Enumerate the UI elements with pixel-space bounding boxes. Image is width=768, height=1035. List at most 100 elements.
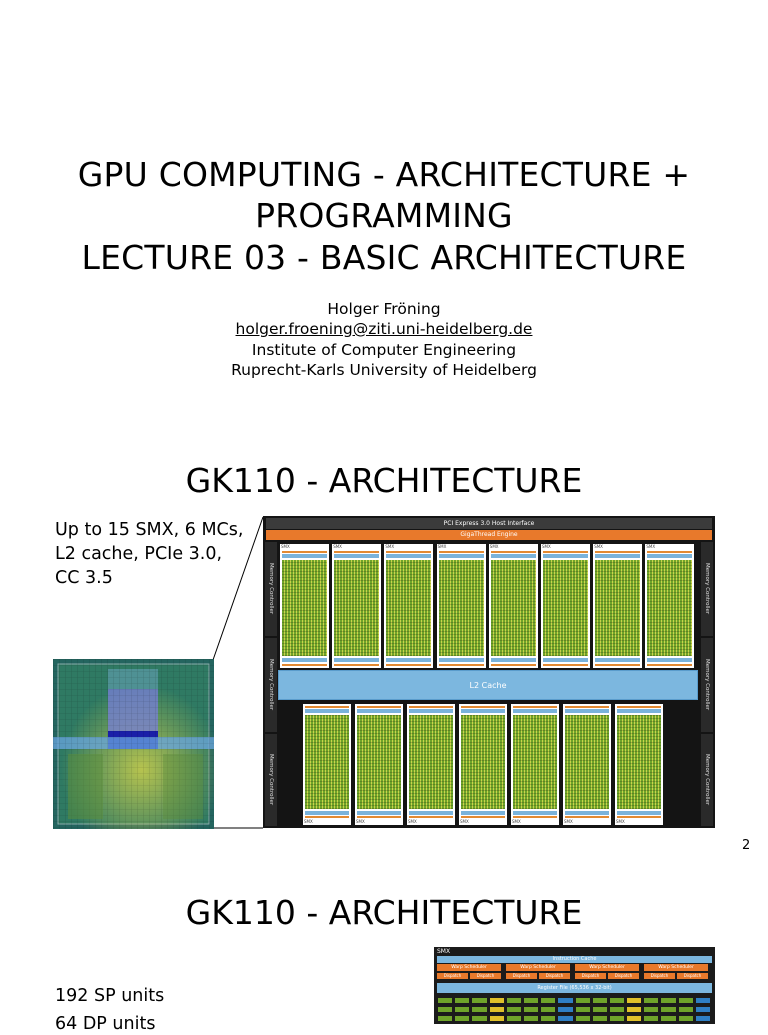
core-cell — [574, 997, 591, 1004]
smx-detail-label: SMX — [437, 948, 451, 955]
core-cell — [437, 1015, 454, 1022]
smx-block-label: SMX — [616, 819, 625, 824]
core-cell — [591, 1015, 608, 1022]
gigathread-engine: GigaThread Engine — [266, 530, 712, 540]
smx-core-array — [282, 560, 327, 656]
smx-cache-strip — [647, 658, 693, 662]
core-cell — [660, 1006, 677, 1013]
slide2-bullet-line-2: L2 cache, PCIe 3.0, — [55, 544, 223, 564]
slide3-bullet-line-2: 64 DP units — [55, 1014, 156, 1034]
dispatch-unit: Dispatch — [644, 973, 675, 979]
smx-register-strip — [386, 554, 432, 558]
core-cell — [471, 1006, 488, 1013]
core-cell — [505, 997, 522, 1004]
smx-scheduler-strip — [386, 551, 432, 553]
core-cell — [591, 997, 608, 1004]
smx-scheduler-strip — [543, 551, 588, 553]
core-cell — [694, 1015, 711, 1022]
smx-core-array — [409, 715, 453, 809]
core-cell — [488, 1015, 505, 1022]
core-cell — [471, 997, 488, 1004]
smx-register-strip — [595, 554, 641, 558]
core-cell — [626, 997, 643, 1004]
smx-block-label: SMX — [356, 819, 365, 824]
warp-scheduler-block: Warp Scheduler — [575, 964, 639, 971]
core-cell — [626, 1006, 643, 1013]
smx-core-array — [357, 715, 401, 809]
smx-cache-strip — [386, 658, 432, 662]
slide3-bullet-line-1: 192 SP units — [55, 986, 165, 1006]
smx-core-array — [647, 560, 693, 656]
smx-register-strip — [438, 554, 484, 558]
smx-block-label: SMX — [542, 544, 551, 549]
instruction-cache: Instruction Cache — [437, 956, 712, 963]
smx-block: SMX — [541, 544, 590, 668]
smx-block: SMX — [384, 544, 434, 668]
smx-block: SMX — [436, 544, 486, 668]
core-cell — [608, 1006, 626, 1013]
smx-register-strip — [617, 709, 661, 713]
core-cell — [660, 1015, 677, 1022]
smx-scheduler-strip — [334, 551, 380, 553]
author-email-link[interactable]: holger.froening@ziti.uni-heidelberg.de — [235, 320, 533, 338]
smx-core-grid — [437, 995, 712, 1024]
smx-cache-strip — [595, 658, 641, 662]
pcie-host-interface: PCI Express 3.0 Host Interface — [266, 518, 712, 529]
smx-block: SMX — [593, 544, 643, 668]
dispatch-unit: Dispatch — [437, 973, 468, 979]
core-cell — [677, 997, 694, 1004]
smx-block: SMX — [332, 544, 382, 668]
core-cell — [437, 997, 454, 1004]
core-cell — [505, 1015, 522, 1022]
smx-register-strip — [565, 709, 609, 713]
register-file: Register File (65,536 x 32-bit) — [437, 983, 712, 993]
smx-scheduler-strip — [565, 706, 609, 708]
core-cell — [540, 1006, 557, 1013]
smx-block: SMX — [407, 704, 455, 825]
smx-register-strip — [305, 709, 349, 713]
dispatch-unit: Dispatch — [608, 973, 639, 979]
smx-block-label: SMX — [646, 544, 656, 549]
smx-core-array — [490, 560, 536, 656]
smx-block: SMX — [303, 704, 351, 825]
dispatch-unit: Dispatch — [677, 973, 708, 979]
smx-scheduler-strip — [282, 551, 327, 553]
smx-cache-strip — [438, 658, 484, 662]
smx-scheduler-strip — [461, 706, 505, 708]
core-cell — [454, 1006, 471, 1013]
smx-cache-strip — [513, 811, 557, 815]
core-cell — [608, 997, 626, 1004]
l2-cache-block: L2 Cache — [278, 670, 698, 700]
smx-core-array — [595, 560, 641, 656]
core-cell — [626, 1015, 643, 1022]
core-cell — [694, 997, 711, 1004]
smx-block-label: SMX — [437, 544, 447, 549]
core-cell — [643, 1015, 660, 1022]
core-cell — [522, 997, 540, 1004]
core-cell — [471, 1015, 488, 1022]
smx-block-label: SMX — [408, 819, 417, 824]
smx-cache-strip — [357, 811, 401, 815]
smx-register-strip — [282, 554, 327, 558]
core-cell — [591, 1006, 608, 1013]
gk110-block-diagram: PCI Express 3.0 Host Interface GigaThrea… — [263, 516, 715, 828]
smx-block: SMX — [280, 544, 329, 668]
smx-core-array — [334, 560, 380, 656]
smx-texture-strip — [490, 664, 536, 666]
lecture-title-line-1: GPU COMPUTING - ARCHITECTURE + — [77, 155, 691, 194]
smx-texture-strip — [357, 816, 401, 818]
smx-register-strip — [461, 709, 505, 713]
smx-register-strip — [490, 554, 536, 558]
smx-scheduler-strip — [595, 551, 641, 553]
smx-block: SMX — [563, 704, 611, 825]
smx-register-strip — [334, 554, 380, 558]
dispatch-unit: Dispatch — [506, 973, 537, 979]
smx-texture-strip — [461, 816, 505, 818]
smx-texture-strip — [543, 664, 588, 666]
smx-block-label: SMX — [594, 544, 603, 549]
core-cell — [522, 1015, 540, 1022]
